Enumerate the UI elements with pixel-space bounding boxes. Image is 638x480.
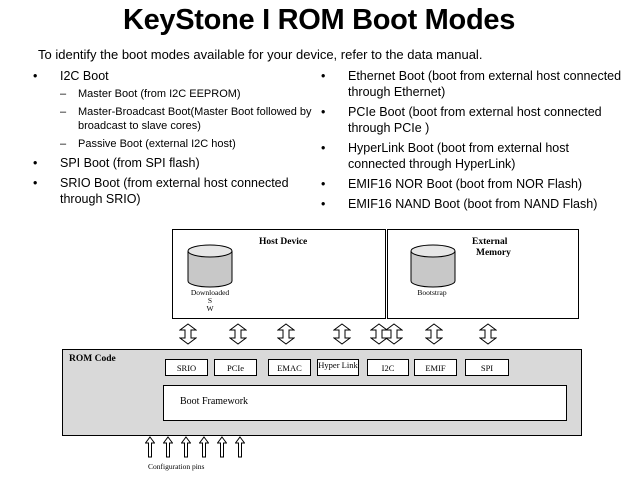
configuration-pins-label: Configuration pins <box>148 462 205 471</box>
boot-modes-list-left: I2C Boot Master Boot (from I2C EEPROM) M… <box>30 68 320 211</box>
module-srio: SRIO <box>165 359 208 376</box>
module-pcie: PCIe <box>214 359 257 376</box>
up-arrow-icon <box>162 436 174 458</box>
module-emif: EMIF <box>414 359 457 376</box>
boot-framework-label: Boot Framework <box>180 396 249 407</box>
module-hyperlink: Hyper Link <box>317 359 359 376</box>
up-arrow-icon <box>234 436 246 458</box>
list-item-emif16-nor-boot: EMIF16 NOR Boot (boot from NOR Flash) <box>318 176 628 192</box>
host-device-box: Host Device Downloaded S W <box>172 229 386 319</box>
module-i2c: I2C <box>367 359 409 376</box>
up-arrow-icon <box>198 436 210 458</box>
bidirectional-arrow-icon <box>179 323 197 345</box>
page-title: KeyStone I ROM Boot Modes <box>122 4 516 36</box>
bidirectional-arrow-icon <box>277 323 295 345</box>
sub-item-master-broadcast-boot: Master-Broadcast Boot(Master Boot follow… <box>30 105 320 133</box>
up-arrow-icon <box>144 436 156 458</box>
bidirectional-arrow-icon <box>385 323 403 345</box>
sub-item-master-boot: Master Boot (from I2C EEPROM) <box>30 87 320 101</box>
bidirectional-arrow-icon <box>229 323 247 345</box>
host-device-label: Host Device <box>259 237 308 247</box>
up-arrow-icon <box>216 436 228 458</box>
list-item-label: I2C Boot <box>60 69 109 83</box>
boot-framework-box: Boot Framework <box>163 385 567 421</box>
sub-item-passive-boot: Passive Boot (external I2C host) <box>30 137 320 151</box>
bidirectional-arrow-icon <box>479 323 497 345</box>
list-item-spi-boot: SPI Boot (from SPI flash) <box>30 155 320 171</box>
rom-code-label: ROM Code <box>69 354 116 364</box>
list-item-pcie-boot: PCIe Boot (boot from external host conne… <box>318 104 628 136</box>
downloaded-label: Downloaded <box>190 288 230 297</box>
external-memory-label-line2: Memory <box>476 248 511 258</box>
bootstrap-label: Bootstrap <box>417 288 447 297</box>
list-item-srio-boot: SRIO Boot (from external host connected … <box>30 175 320 207</box>
downloaded-sw-cylinder-icon <box>187 244 233 288</box>
bidirectional-arrow-icon <box>370 323 388 345</box>
boot-modes-list-right: Ethernet Boot (boot from external host c… <box>318 68 628 216</box>
bidirectional-arrow-icon <box>425 323 443 345</box>
bidirectional-arrow-icon <box>333 323 351 345</box>
sw-label: S W <box>206 296 214 313</box>
bootstrap-cylinder-icon <box>410 244 456 288</box>
external-memory-label-line1: External <box>472 237 508 247</box>
module-emac: EMAC <box>268 359 311 376</box>
external-memory-box: External Memory Bootstrap <box>387 229 579 319</box>
module-spi: SPI <box>465 359 509 376</box>
list-item-emif16-nand-boot: EMIF16 NAND Boot (boot from NAND Flash) <box>318 196 628 212</box>
intro-text: To identify the boot modes available for… <box>38 47 483 62</box>
up-arrow-icon <box>180 436 192 458</box>
list-item-i2c-boot: I2C Boot Master Boot (from I2C EEPROM) M… <box>30 68 320 151</box>
list-item-ethernet-boot: Ethernet Boot (boot from external host c… <box>318 68 628 100</box>
list-item-hyperlink-boot: HyperLink Boot (boot from external host … <box>318 140 628 172</box>
